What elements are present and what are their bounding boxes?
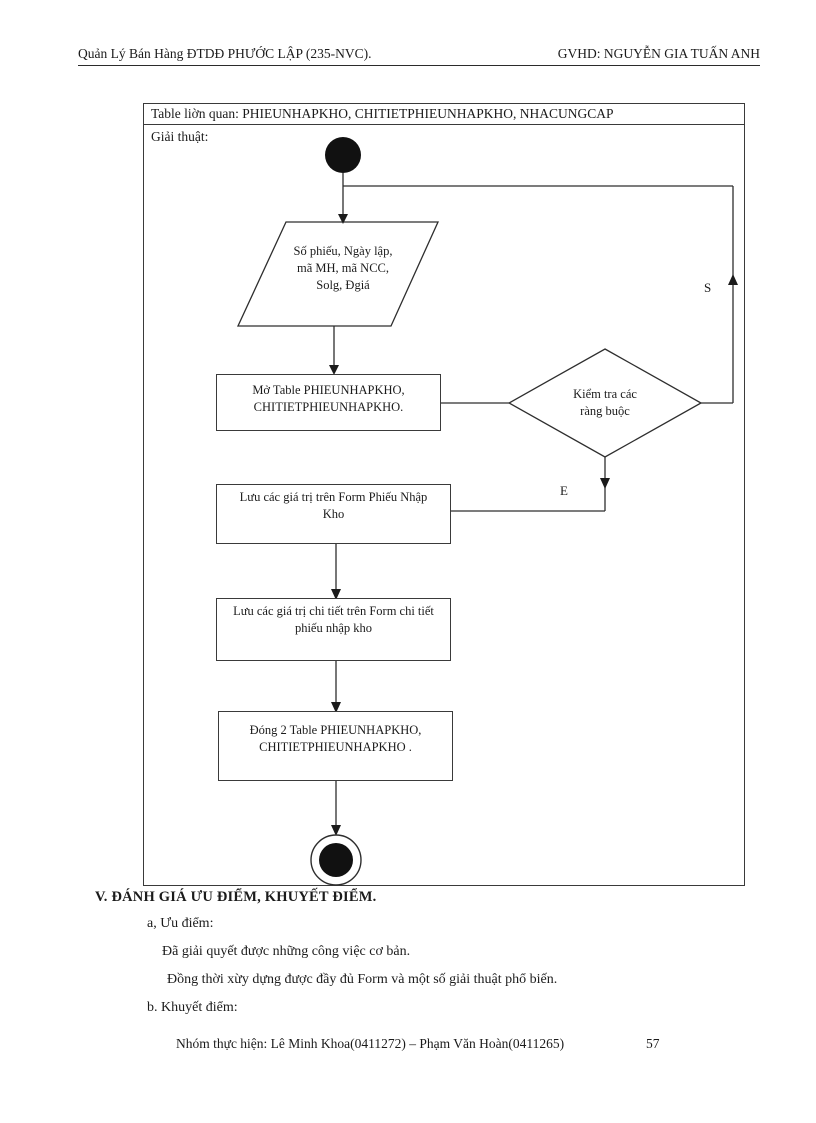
- page-header: Quản Lý Bán Hàng ĐTDĐ PHƯỚC LẬP (235-NVC…: [78, 46, 760, 66]
- close-table-node: Đóng 2 Table PHIEUNHAPKHO, CHITIETPHIEUN…: [218, 711, 453, 781]
- flowchart-diagram: [236, 137, 738, 886]
- section-heading: V. ĐÁNH GIÁ ƯU ĐIỂM, KHUYẾT ĐIỂM.: [95, 889, 377, 905]
- open-table-line-1: Mở Table PHIEUNHAPKHO,: [252, 383, 405, 397]
- decision-diamond-shape: [507, 348, 703, 458]
- save-form-node: Lưu các giá trị trên Form Phiếu Nhập Kho: [216, 484, 451, 544]
- header-right-gvhd: GVHD: NGUYỄN GIA TUẤN ANH: [557, 46, 760, 61]
- related-tables-row: Table liờn quan: PHIEUNHAPKHO, CHITIETPH…: [144, 104, 744, 125]
- input-line-2: mã MH, mã NCC,: [296, 260, 389, 275]
- save-form-line-1: Lưu các giá trị trên Form Phiếu Nhập: [239, 490, 428, 504]
- branch-true-label: E: [560, 483, 568, 498]
- input-line-1: Số phiếu, Ngày lập,: [293, 244, 393, 258]
- save-detail-line-2: phiếu nhập kho: [294, 620, 373, 635]
- close-table-line-1: Đóng 2 Table PHIEUNHAPKHO,: [249, 723, 422, 737]
- save-detail-line-1: Lưu các giá trị chi tiết trên Form chi t…: [233, 604, 434, 618]
- arrowhead-loop-up: [728, 274, 738, 285]
- section-advantage-line-1: Đã giải quyết được những công việc cơ bả…: [162, 944, 411, 959]
- arrowhead-into-close: [331, 702, 341, 713]
- close-table-line-2: CHITIETPHIEUNHAPKHO .: [259, 739, 412, 754]
- decision-line-2: ràng buộc: [580, 403, 630, 418]
- open-table-node: Mở Table PHIEUNHAPKHO, CHITIETPHIEUNHAPK…: [216, 374, 441, 431]
- header-left-title: Quản Lý Bán Hàng ĐTDĐ PHƯỚC LẬP (235-NVC…: [78, 46, 372, 61]
- footer-page-number: 57: [646, 1036, 660, 1051]
- footer-team: Nhóm thực hiện: Lê Minh Khoa(0411272) – …: [176, 1036, 565, 1051]
- arrowhead-into-open: [329, 365, 339, 375]
- section-item-a: a, Ưu điểm:: [147, 916, 214, 931]
- end-node: [310, 834, 362, 886]
- flowchart-frame: Table liờn quan: PHIEUNHAPKHO, CHITIETPH…: [143, 103, 745, 886]
- open-table-line-2: CHITIETPHIEUNHAPKHO.: [253, 399, 404, 414]
- save-detail-node: Lưu các giá trị chi tiết trên Form chi t…: [216, 598, 451, 661]
- arrowhead-into-input: [338, 214, 348, 224]
- input-node-text: Số phiếu, Ngày lập, mã MH, mã NCC, Solg,…: [238, 243, 448, 294]
- decision-line-1: Kiểm tra các: [573, 387, 637, 401]
- arrowhead-true-branch: [600, 478, 610, 489]
- arrowhead-into-end: [331, 825, 341, 836]
- decision-node-text: Kiểm tra các ràng buộc: [540, 386, 670, 420]
- save-form-line-2: Kho: [322, 506, 345, 521]
- arrowhead-into-detail: [331, 589, 341, 600]
- branch-false-label: S: [704, 280, 712, 295]
- input-line-3: Solg, Đgiá: [316, 277, 370, 292]
- algorithm-label: Giải thuật:: [151, 129, 209, 144]
- section-advantage-line-2: Đồng thời xừy dựng được đầy đủ Form và m…: [167, 972, 558, 987]
- section-item-b: b. Khuyết điểm:: [147, 1000, 238, 1015]
- input-parallelogram-shape: [236, 221, 440, 327]
- start-node: [325, 137, 361, 173]
